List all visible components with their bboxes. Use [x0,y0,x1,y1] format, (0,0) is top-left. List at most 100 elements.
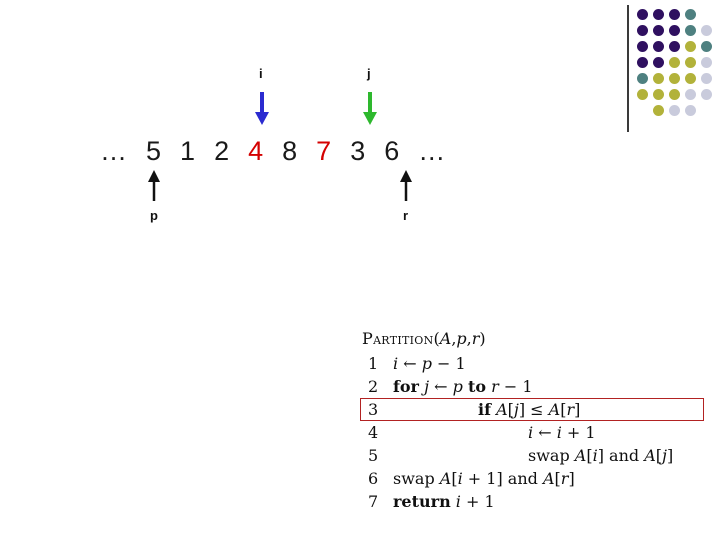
code-segment: A [542,469,555,488]
code-segment: A [574,446,587,465]
code-segment: ← [533,423,557,442]
line-content: i ← i + 1 [528,423,596,442]
code-segment: ] [568,469,575,488]
pseudocode-line: 4 i ← i + 1 [360,421,704,444]
code-segment: A [439,469,452,488]
array-element: 1 [180,136,196,166]
code-segment: [ [586,446,593,465]
code-segment: ] [574,400,581,419]
decoration-dot [653,41,664,52]
code-segment: i [455,492,461,511]
pointer-p-arrow-up-icon [148,170,160,201]
code-segment: to [467,377,487,396]
decoration-dot [701,25,712,36]
code-segment: swap [393,469,440,488]
decoration-dot [669,25,680,36]
code-segment: ← [429,377,453,396]
decoration-dot [637,89,648,100]
code-segment: [ [507,400,514,419]
code-segment: , [466,329,472,348]
code-segment: r [566,400,575,419]
line-number: 7 [368,492,379,511]
code-segment: + 1] and [462,469,543,488]
code-segment: A [548,400,561,419]
pointer-j-arrow-down-icon [363,92,377,125]
decoration-dot [653,73,664,84]
code-segment: i [393,354,399,373]
line-number: 5 [368,446,379,465]
code-segment: return [393,492,451,511]
decoration-dot [685,9,696,20]
line-content: if A[j] ≤ A[r] [478,400,580,419]
decoration-dots [637,9,719,123]
code-segment: p [452,377,463,396]
line-number: 1 [368,354,379,373]
code-segment: j [513,400,519,419]
decoration-dot [701,73,712,84]
decoration-dot [653,57,664,68]
code-segment: A [496,400,508,419]
decoration-dot [685,57,696,68]
decoration-dot [653,89,664,100]
line-content: swap A[i + 1] and A[r] [393,469,575,488]
pointer-i-label: i [259,66,263,81]
code-segment: [ [655,446,663,465]
code-segment: Partition [362,329,434,348]
code-segment: r [560,469,569,488]
decoration-dot [685,41,696,52]
code-segment: [ [560,400,567,419]
code-segment: ( [433,329,440,348]
pointer-j-label: j [367,66,371,81]
code-segment: i [528,423,534,442]
line-content: swap A[i] and A[j] [528,446,673,465]
line-content: return i + 1 [393,492,495,511]
array-element: 3 [350,136,366,166]
decoration-dot [685,25,696,36]
array-element: 6 [384,136,400,166]
code-segment: ) [479,329,486,348]
code-segment: − 1 [431,354,466,373]
decoration-dot [637,73,648,84]
pointer-r-label: r [403,208,409,223]
decoration-dot [653,105,664,116]
line-number: 3 [368,400,379,419]
code-segment: ← [398,354,422,373]
decoration-dot [669,57,680,68]
code-segment: i [592,446,598,465]
decoration-dot [637,9,648,20]
line-number: 2 [368,377,379,396]
line-number: 4 [368,423,379,442]
array-ellipsis-right: … [418,136,446,166]
code-segment: [ [554,469,561,488]
decoration-vertical-line [627,5,629,132]
pointer-r-arrow-up-icon [400,170,412,201]
code-segment: ] and [597,446,645,465]
decoration-dot [637,41,648,52]
code-segment: , [451,329,457,348]
code-segment: i [556,423,562,442]
array-element: 7 [316,136,332,166]
code-segment: − 1 [498,377,533,396]
decoration-dot [701,41,712,52]
pseudocode-line: 5 swap A[i] and A[j] [360,444,704,467]
array-element: 5 [146,136,162,166]
decoration-dot [653,9,664,20]
decoration-dot [637,25,648,36]
decoration-dot [637,57,648,68]
pseudocode-lines: 1 i ← p − 1 2 for j ← p to r − 1 3 if A[j] ≤ … [360,352,704,513]
code-segment: A [644,446,656,465]
code-segment: for [393,377,419,396]
decoration-dot [685,89,696,100]
decoration-dot [669,9,680,20]
code-segment: ] [667,446,674,465]
code-segment: r [471,329,480,348]
code-segment: r [491,377,499,396]
code-segment: j [662,446,667,465]
line-content: i ← p − 1 [393,354,466,373]
decoration-dot [669,105,680,116]
decoration-dot [701,89,712,100]
